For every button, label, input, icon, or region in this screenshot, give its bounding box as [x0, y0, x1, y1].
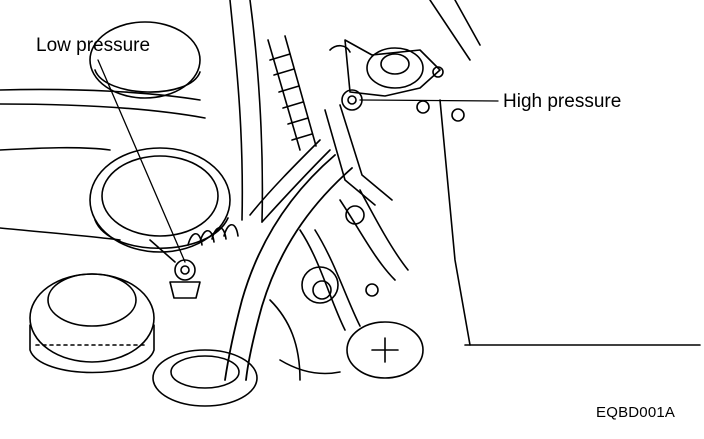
vertical-pipe: [229, 0, 264, 223]
strut-lines: [0, 88, 206, 241]
bottom-right-cap: [346, 321, 424, 379]
low-pressure-label: Low pressure: [36, 35, 151, 56]
wiring-bundle: [269, 189, 409, 381]
secondary-hose: [249, 139, 331, 223]
reservoir-cap: [89, 147, 231, 253]
radiator-cap: [29, 273, 155, 374]
main-hose: [224, 154, 353, 381]
corrugated-hose: [267, 35, 317, 151]
coolant-cap-top: [89, 21, 201, 99]
figure-code: EQBD001A: [596, 404, 676, 421]
leader-high-pressure: [359, 99, 499, 102]
leader-lines: [97, 59, 499, 263]
leader-low-pressure: [97, 59, 186, 263]
high-pressure-valve-assembly: [324, 39, 465, 206]
high-pressure-label: High pressure: [503, 91, 622, 112]
lower-cap: [152, 349, 258, 407]
body-panel-lines: [429, 0, 701, 346]
low-pressure-port: [149, 239, 201, 299]
spring-coil: [187, 223, 239, 246]
